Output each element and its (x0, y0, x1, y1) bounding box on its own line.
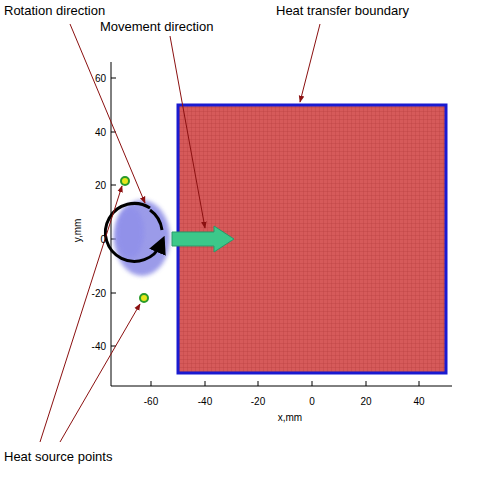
callout-text: Rotation direction (4, 4, 105, 18)
tick-label: -20 (251, 396, 265, 407)
tick-label: -60 (144, 396, 158, 407)
tick-label: 0 (309, 396, 315, 407)
tick-label: -40 (198, 396, 212, 407)
axes (111, 62, 452, 386)
tick-label: -20 (92, 288, 106, 299)
tick-label: 40 (95, 127, 106, 138)
callout-text: Heat transfer boundary (276, 4, 409, 18)
tick-label: 20 (95, 180, 106, 191)
movement-arrow (172, 226, 234, 252)
callout-text: Heat source points (4, 450, 112, 464)
tick-label: 20 (360, 396, 371, 407)
leader-lines (40, 24, 320, 442)
tick-label: 0 (100, 234, 106, 245)
tick-label: 40 (413, 396, 424, 407)
heat-source-point (140, 294, 148, 302)
axis-title: x,mm (278, 412, 302, 423)
tool-blob (116, 206, 144, 258)
axis-title: y,mm (72, 218, 83, 242)
callout-text: Movement direction (100, 20, 213, 34)
tick-label: 60 (95, 73, 106, 84)
rotation-arrow (150, 210, 162, 230)
tool-blob (114, 200, 170, 276)
heat-source-point (121, 177, 129, 185)
tick-label: -40 (92, 341, 106, 352)
